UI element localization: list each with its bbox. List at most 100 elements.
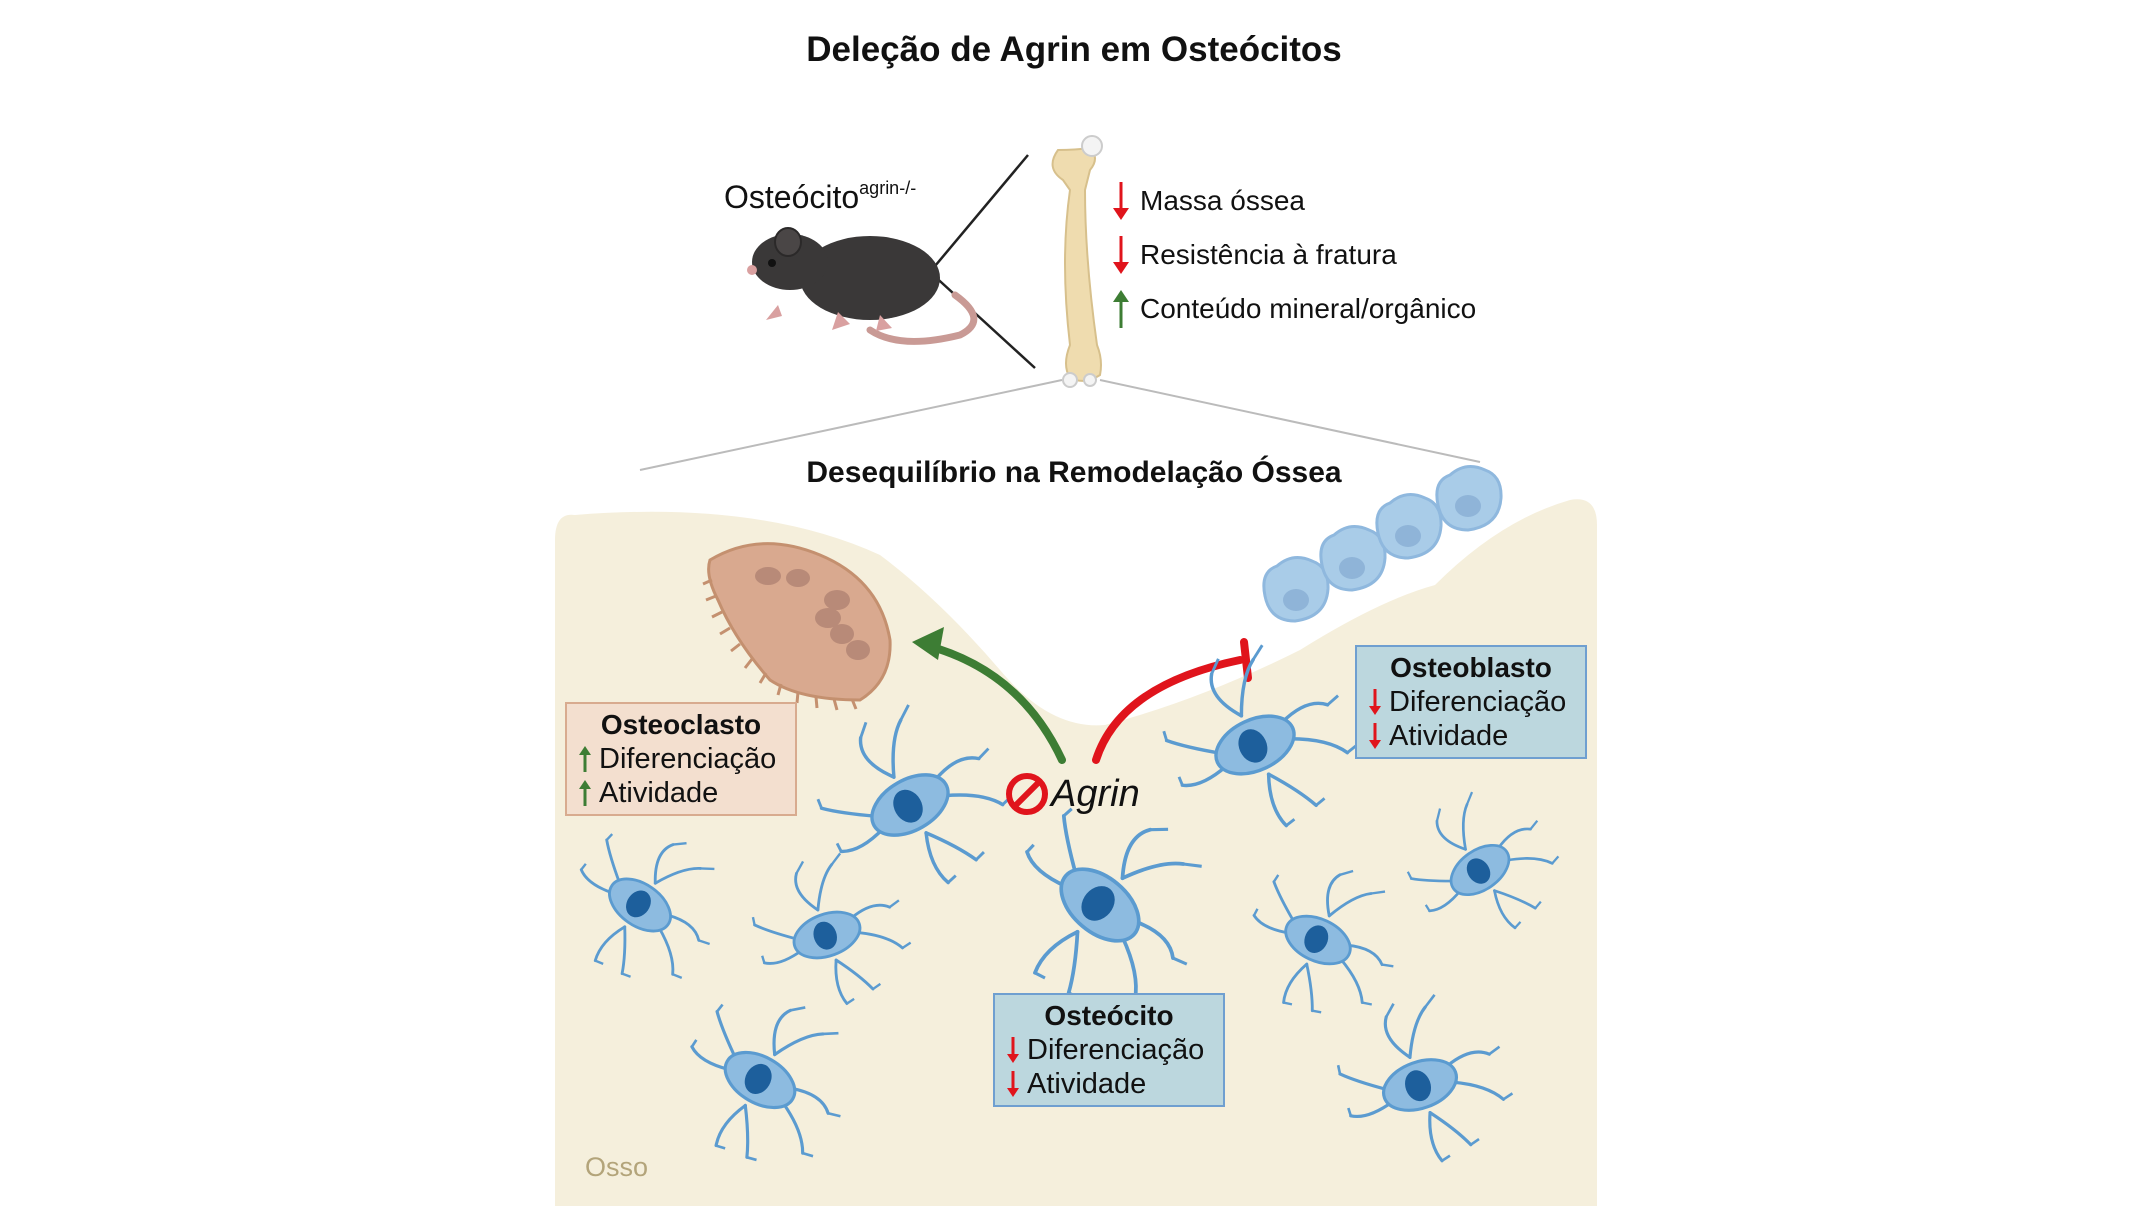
agrin-text: Agrin — [1051, 772, 1140, 815]
osteocyte-dendrite — [1120, 827, 1153, 881]
osteocyte-dendrite-tip — [1424, 993, 1436, 1008]
osteocyte-dendrite-tip — [1361, 1001, 1373, 1006]
zoom-line — [1099, 379, 1481, 463]
zoom-line — [929, 271, 1036, 369]
osteocyte-dendrite-tip — [1162, 730, 1169, 741]
osteocyte-dendrite — [743, 1103, 750, 1159]
osteocyte-dendrite-tip — [835, 842, 843, 853]
arrow-down-icon — [1007, 1071, 1019, 1097]
osteocyte-dendrite — [714, 1103, 747, 1148]
femur-illustration — [1051, 135, 1103, 388]
osteocyte-dendrite — [653, 867, 702, 885]
osteocyte-dendrite — [1493, 889, 1537, 910]
osteocyte-dendrite-tip — [672, 841, 687, 846]
osteocyte-dendrite-tip — [975, 851, 985, 861]
osteocyte-dendrite-tip — [816, 798, 823, 809]
inhibition-arrow — [1092, 656, 1244, 764]
osteocyte-dendrite — [1239, 657, 1255, 718]
osteocyte-dendrite-tip — [1551, 855, 1560, 865]
osteocyte-nucleus — [1466, 858, 1491, 884]
subtitle: Desequilíbrio na Remodelação Óssea — [806, 456, 1342, 489]
bone-region-label: Osso — [585, 1152, 649, 1182]
osteocyte-dendrite-tip — [1470, 1137, 1480, 1146]
osteocyte-dendrite-tip — [698, 939, 711, 946]
osteocyte-dendrite-tip — [1172, 956, 1188, 966]
osteocyte-cell — [1252, 869, 1394, 1014]
osteocyte-dendrite — [1428, 1111, 1473, 1147]
osteocyte-dendrite — [620, 925, 627, 976]
osteocyte-dendrite — [924, 831, 950, 885]
mouse-label-superscript: agrin-/- — [859, 178, 917, 198]
osteocyte-dendrite-tip — [594, 959, 604, 965]
osteocyte-dendrite — [1428, 1111, 1444, 1163]
osteocyte-nucleus — [813, 921, 837, 950]
osteocyte-dendrite — [781, 1101, 805, 1155]
osteocyte-dendrite-tip — [830, 852, 842, 866]
osteocyte-dendrite-tip — [1272, 874, 1280, 883]
osteocyte-body — [1059, 867, 1141, 943]
osteoclast-effect: Atividade — [577, 776, 785, 810]
osteocyte-dendrite — [924, 831, 978, 862]
osteocyte-dendrite-tip — [1435, 808, 1442, 822]
osteocyte-dendrite-tip — [1381, 963, 1394, 968]
osteocyte-dendrite-tip — [1529, 819, 1539, 830]
osteocyte-nucleus — [1238, 729, 1268, 763]
osteocyte-dendrite — [1280, 701, 1330, 724]
osteocyte-dendrite — [772, 1008, 793, 1057]
osteocyte-dendrite — [657, 926, 675, 976]
osteocyte-dendrite-tip — [790, 1006, 806, 1012]
arrow-up-icon — [1113, 290, 1129, 328]
osteocyte-dendrite-tip — [1312, 1009, 1322, 1014]
osteoblast-cell — [1319, 524, 1387, 592]
osteocyte-dendrite — [1493, 889, 1517, 930]
osteocyte-dendrite-tip — [802, 1151, 814, 1158]
osteocyte-dendrite — [834, 958, 875, 991]
osteocyte-dendrite-tip — [859, 721, 868, 739]
stimulation-arrow — [921, 641, 1066, 764]
osteocyte-nucleus — [893, 789, 923, 823]
osteocyte-dendrite-tip — [580, 863, 587, 871]
osteocyte-cell — [816, 704, 1013, 885]
osteocyte-dendrite — [593, 925, 627, 963]
osteocyte-dendrite — [1504, 857, 1554, 865]
osteocyte-dendrite — [1033, 929, 1080, 975]
osteocyte-dendrite-tip — [690, 1039, 698, 1048]
osteocyte-dendrite — [834, 958, 849, 1006]
osteocyte-dendrite — [1339, 957, 1364, 1004]
osteocyte-cell — [1162, 644, 1358, 828]
main-title: Deleção de Agrin em Osteócitos — [806, 30, 1342, 69]
osteoblast-effect-text: Diferenciação — [1389, 686, 1567, 718]
osteocyte-dendrite — [1450, 1080, 1506, 1101]
osteocyte-dendrite-tip — [700, 867, 715, 871]
osteocyte-dendrite — [1327, 892, 1373, 918]
osteocyte-dendrite-tip — [1424, 904, 1431, 912]
osteocyte-dendrite — [1266, 772, 1288, 828]
osteocyte-dendrite — [1345, 943, 1384, 967]
osteocyte-effect: Atividade — [1005, 1067, 1213, 1101]
osteocyte-dendrite — [653, 843, 675, 885]
osteocyte-dendrite-tip — [1336, 1064, 1342, 1075]
osteocyte-dendrite-tip — [605, 833, 614, 841]
osteocyte-dendrite-tip — [977, 747, 990, 760]
osteocyte-dendrite — [1408, 1005, 1427, 1059]
osteocyte-dendrite — [858, 736, 896, 779]
osteoblast-info-box: Osteoblasto Diferenciação Atividade — [1355, 645, 1587, 759]
osteocyte-cell — [751, 852, 912, 1006]
osteocyte-dendrite — [1266, 772, 1318, 808]
osteocyte-dendrite-tip — [621, 972, 631, 978]
osteocyte-dendrite — [1305, 962, 1314, 1013]
osteoclast-cell — [702, 542, 892, 711]
osteocyte-dendrite — [933, 756, 981, 782]
osteocyte-dendrite-tip — [901, 941, 912, 949]
osteocyte-effect-text: Diferenciação — [1027, 1034, 1205, 1066]
osteocyte-dendrite-tip — [1406, 871, 1413, 880]
osteocyte-dendrite — [1133, 919, 1175, 960]
osteocyte-cells — [579, 644, 1560, 1163]
osteocyte-dendrite — [1435, 819, 1467, 851]
osteocyte-dendrite-tip — [1534, 900, 1542, 909]
osteoblast-cell — [1262, 555, 1330, 623]
osteocyte-title: Osteócito — [1044, 1000, 1174, 1031]
osteocyte-dendrite-tip — [1285, 818, 1296, 827]
osteocyte-cell — [1336, 993, 1514, 1163]
arrow-up-icon — [579, 746, 591, 772]
